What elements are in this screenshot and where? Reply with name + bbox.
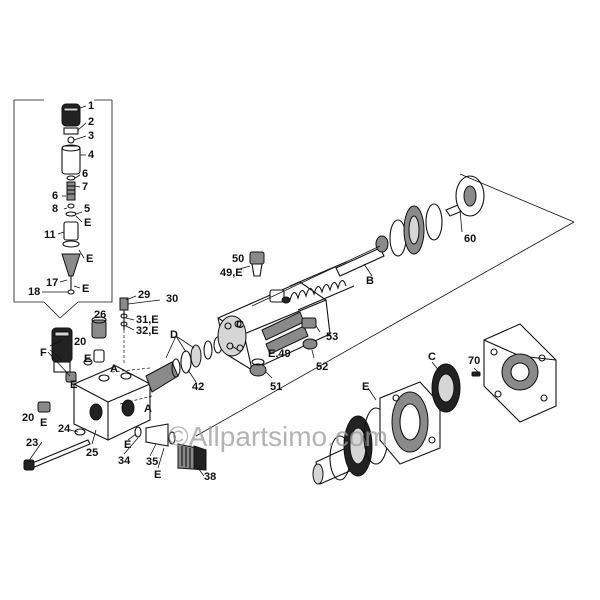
shaft-b [335,247,385,277]
callout-17: 17 [46,277,58,289]
callout-e4: E [84,353,91,365]
explode-lines [195,173,575,437]
callout-d: D [170,329,178,341]
callout-4: 4 [88,149,95,161]
callout-25: 25 [86,447,98,459]
unloader-spring-3 [67,136,75,144]
callout-6b: 6 [52,190,58,202]
plug-51 [249,363,267,377]
unloader-knob [61,103,81,127]
unloader-parts [61,103,81,295]
unloader-cone [61,253,81,277]
callout-8: 8 [52,203,58,215]
callout-e2: E [86,253,93,265]
callout-38: 38 [204,471,216,483]
spring-coil [289,279,347,301]
unloader-nut [63,127,79,135]
unloader-piston [63,221,79,241]
callout-49e: 49,E [220,267,243,279]
callout-20a: 20 [74,336,86,348]
unloader-sleeve [61,145,81,175]
plunger-42 [145,361,179,393]
callout-leaders [27,209,479,477]
callout-e8: E [154,469,161,481]
unloader-detail-box [13,99,113,319]
callout-5: 5 [84,203,90,215]
callout-42: 42 [192,381,204,393]
callout-7: 7 [82,181,88,193]
callout-30: 30 [166,293,178,305]
callout-32e: 32,E [136,325,159,337]
callout-e5: E [70,379,77,391]
callout-labels: 1 2 3 4 6 6 7 8 5 E 11 E 17 18 E 29 30 3… [22,100,480,483]
plug-53 [301,317,317,329]
callout-50: 50 [232,253,244,265]
callout-1: 1 [88,100,94,112]
callout-c1: C [236,319,244,331]
unloader-leaders [42,105,87,293]
manifold-block [73,365,151,441]
callout-24: 24 [58,423,71,435]
callout-70: 70 [468,355,480,367]
manifold-assembly [23,297,151,471]
callout-e7: E [124,439,131,451]
alignment-lines [111,367,153,405]
callout-f: F [40,347,47,359]
callout-e1: E [84,217,91,229]
callout-b: B [366,275,374,287]
plug-52 [302,338,318,350]
callout-31e: 31,E [136,314,159,326]
callout-18: 18 [28,286,40,298]
unloader-spring-7 [66,181,76,201]
plug-50 [249,251,265,265]
callout-2: 2 [88,116,94,128]
outlet-assembly [134,423,207,471]
cap-26 [91,319,107,339]
callout-a1: A [110,363,118,375]
callout-a2: A [144,403,152,415]
callout-e3: E [82,283,89,295]
plunger-seals [145,332,234,393]
callout-29: 29 [138,289,150,301]
callout-e49: E,49 [268,348,291,360]
watermark-text: ©Allpartsimo.com [168,421,388,452]
crankcase-assembly [312,323,557,485]
crankshaft-spring [289,175,485,311]
callout-34: 34 [118,455,131,467]
callout-20b: 20 [22,412,34,424]
callout-3: 3 [88,130,94,142]
callout-60: 60 [464,233,476,245]
callout-6a: 6 [82,168,88,180]
callout-35: 35 [146,456,158,468]
callout-52: 52 [316,361,328,373]
outlet-fitting-35 [145,423,169,447]
callout-51: 51 [270,381,282,393]
pump-housing [217,251,331,377]
callout-23: 23 [26,437,38,449]
callout-26: 26 [94,309,106,321]
callout-c2: C [428,351,436,363]
callout-e9: E [362,381,369,393]
callout-e6: E [40,417,47,429]
callout-11: 11 [44,229,56,241]
bolt-23 [29,439,91,469]
callout-53: 53 [326,331,338,343]
